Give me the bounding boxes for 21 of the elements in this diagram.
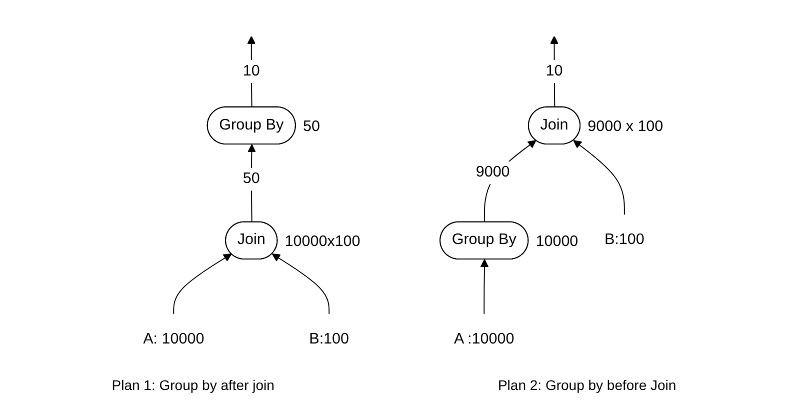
edge-label: 50	[243, 170, 260, 187]
plan-caption: Plan 1: Group by after join	[112, 377, 274, 393]
row-count-label: 9000 x 100	[588, 118, 664, 136]
arrow	[480, 259, 489, 314]
node-text: A: 10000	[143, 331, 204, 348]
edge-label: 9000	[476, 164, 510, 180]
row-count-label: 10000x100	[285, 233, 361, 250]
arrow	[573, 140, 626, 216]
edge-label: 10	[243, 62, 260, 80]
arrow	[173, 254, 232, 314]
arrow	[550, 36, 559, 108]
row-count-label: 10000	[536, 233, 578, 250]
plan-caption: Plan 2: Group by before Join	[498, 377, 676, 393]
edge-label: 10	[546, 62, 564, 80]
node-text: B:100	[604, 232, 645, 248]
arrow	[247, 36, 256, 108]
node-text: A :10000	[454, 331, 515, 348]
arrow	[272, 254, 330, 314]
arrow	[248, 144, 256, 223]
row-count-label: 50	[303, 118, 320, 136]
node-text: B:100	[309, 331, 350, 348]
